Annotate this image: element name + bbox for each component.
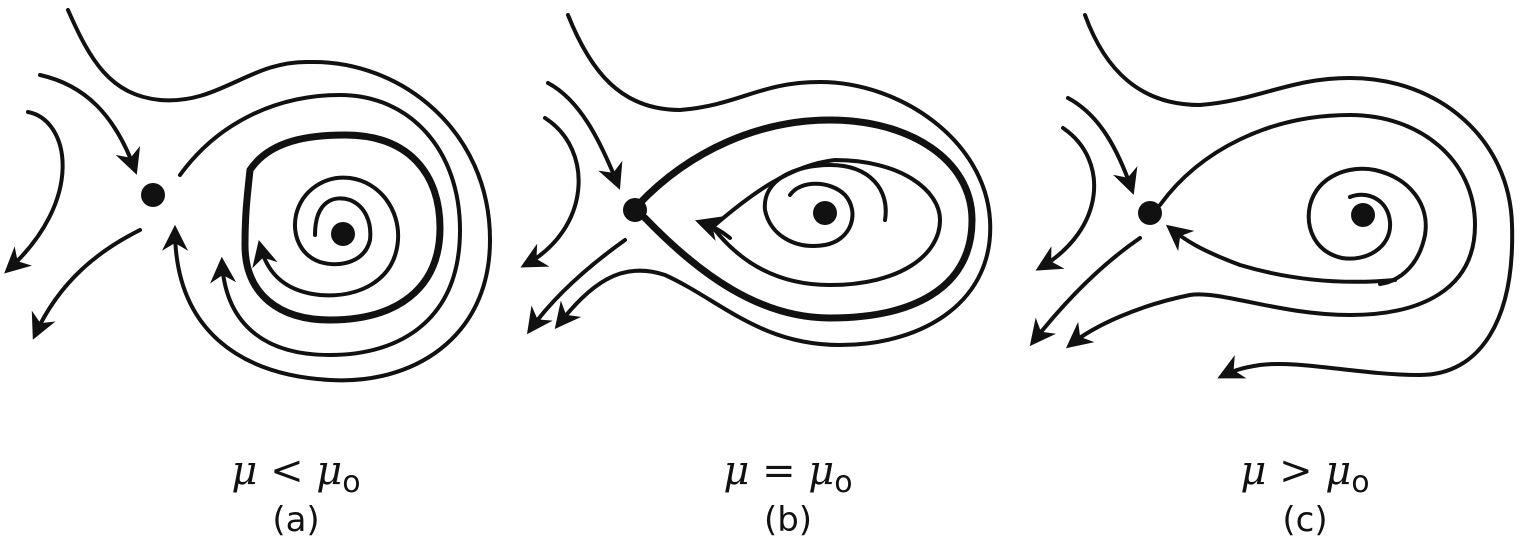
stable-branch-b [546, 81, 623, 190]
outer-trajectory-b [554, 13, 993, 348]
panel-letter-c: (c) [1282, 500, 1328, 540]
subscript: o [342, 465, 361, 500]
stable-branch-a [38, 73, 141, 175]
limit-cycle-a [241, 131, 444, 324]
mu-symbol: μ [1325, 448, 1352, 494]
mu-symbol: μ [723, 448, 750, 494]
saddle-point-c [1138, 201, 1162, 225]
stable-branch-c [1066, 96, 1138, 195]
relation-symbol: < [270, 448, 304, 494]
mu-symbol: μ [808, 448, 835, 494]
outer-loop-a [178, 92, 463, 358]
relation-symbol: > [1279, 448, 1313, 494]
panel-b [520, 13, 993, 348]
inner-spiral-b [762, 162, 888, 248]
panel-letter-b: (b) [763, 500, 813, 540]
condition-label-b: μ = μo [638, 448, 938, 500]
return-loop-c [1165, 224, 1397, 284]
mu-symbol: μ [316, 448, 343, 494]
mu-symbol: μ [231, 448, 258, 494]
homoclinic-loop-b [634, 116, 976, 322]
unstable-branch-a [31, 228, 142, 340]
inner-spiral-a [252, 175, 401, 298]
left-trajectory-a [4, 110, 65, 274]
mu-symbol: μ [1240, 448, 1267, 494]
focus-point-c [1351, 203, 1375, 227]
outer-loop-c [1065, 112, 1478, 349]
subscript: o [834, 465, 853, 500]
unstable-branch-b [526, 238, 627, 335]
condition-label-a: μ < μo [146, 448, 446, 500]
panel-letter-a: (a) [272, 500, 320, 540]
outer-trajectory-a [66, 8, 493, 383]
inner-loop-arrow-b [695, 216, 732, 241]
condition-label-c: μ > μo [1155, 448, 1455, 500]
left-trajectory-b [520, 116, 581, 268]
inner-spiral-c [1306, 166, 1428, 286]
panel-a [4, 8, 493, 383]
subscript: o [1351, 465, 1370, 500]
saddle-point-a [141, 183, 165, 207]
relation-symbol: = [762, 448, 796, 494]
left-trajectory-c [1035, 126, 1097, 271]
focus-point-b [813, 201, 837, 225]
outer-trajectory-c [1083, 13, 1515, 379]
focus-point-a [331, 222, 355, 246]
panel-c [1029, 13, 1515, 379]
unstable-branch-c [1029, 236, 1142, 347]
